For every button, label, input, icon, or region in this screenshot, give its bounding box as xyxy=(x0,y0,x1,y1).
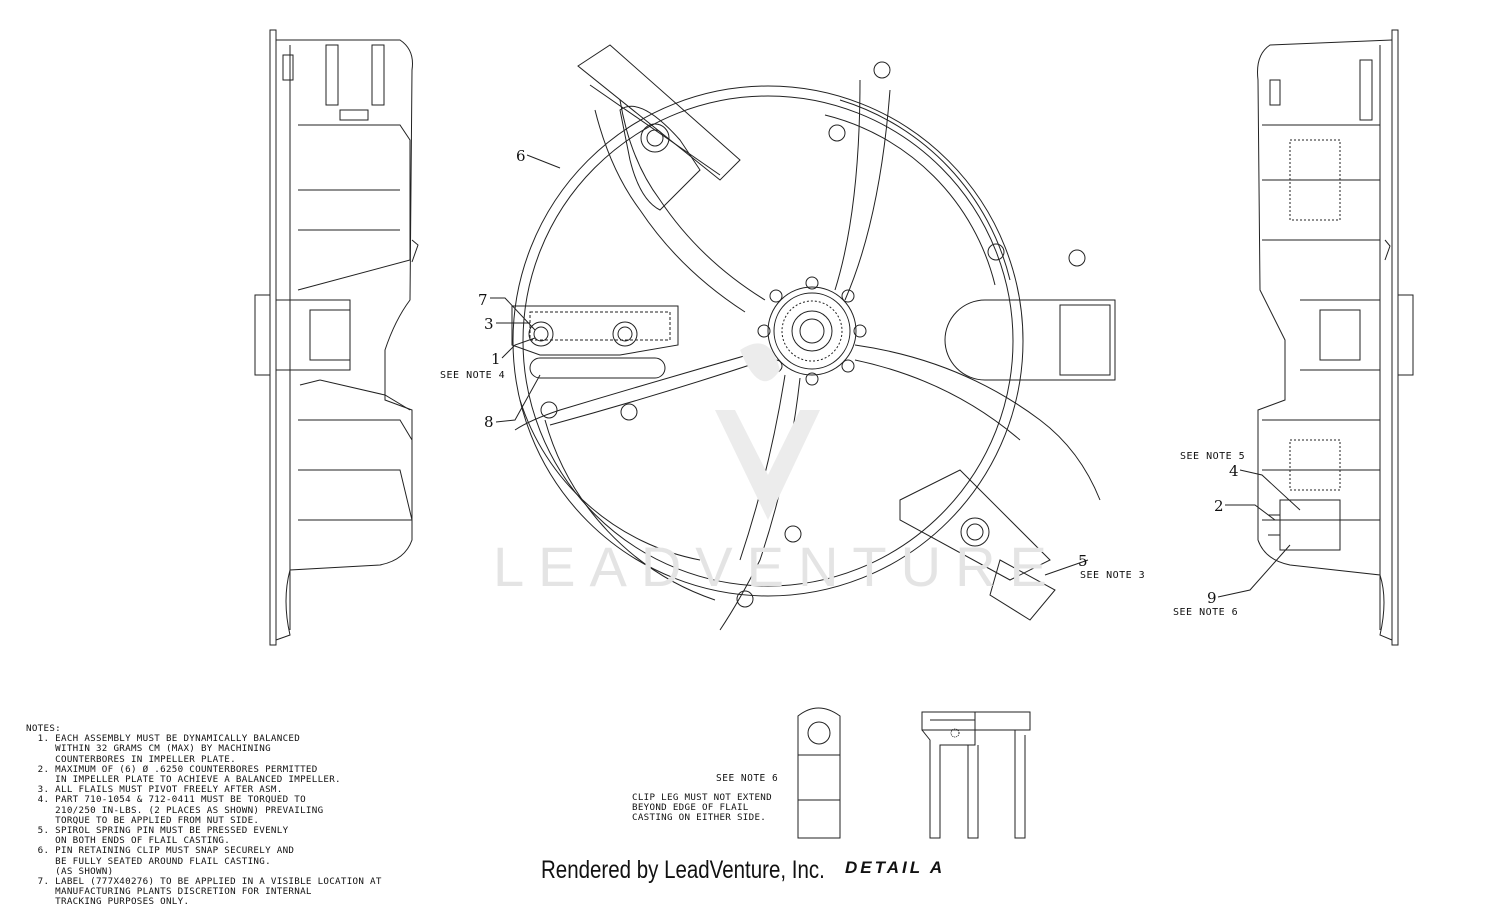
callout-3: 3 xyxy=(484,315,494,333)
see-note-3: SEE NOTE 3 xyxy=(1080,570,1145,581)
detail-a-drawing xyxy=(797,707,1031,839)
callout-5: 5 xyxy=(1078,552,1088,570)
see-note-6: SEE NOTE 6 xyxy=(1173,607,1238,618)
note-3: 3. ALL FLAILS MUST PIVOT FREELY AFTER AS… xyxy=(26,784,283,796)
rendered-by-credit: Rendered by LeadVenture, Inc. xyxy=(541,856,825,884)
callout-2: 2 xyxy=(1214,497,1224,515)
note-7: 7. LABEL (777X40276) TO BE APPLIED IN A … xyxy=(37,876,382,908)
clip-leg-note: CLIP LEG MUST NOT EXTEND BEYOND EDGE OF … xyxy=(632,792,772,823)
leader-lines xyxy=(490,154,1301,598)
notes-block: NOTES: 1. EACH ASSEMBLY MUST BE DYNAMICA… xyxy=(26,723,382,908)
see-note-5: SEE NOTE 5 xyxy=(1180,451,1245,462)
watermark-logo xyxy=(715,343,820,520)
callout-6: 6 xyxy=(516,147,526,165)
detail-see-note-6: SEE NOTE 6 xyxy=(716,773,779,784)
detail-a-title: DETAIL A xyxy=(845,858,946,877)
callout-9: 9 xyxy=(1207,589,1217,607)
impeller-top-view xyxy=(511,44,1116,631)
left-side-view xyxy=(254,29,419,646)
right-side-view xyxy=(1257,29,1414,646)
callout-1: 1 xyxy=(491,350,501,368)
callout-8: 8 xyxy=(484,413,494,431)
callout-4: 4 xyxy=(1229,462,1239,480)
see-note-4: SEE NOTE 4 xyxy=(440,370,505,381)
notes-heading: NOTES: xyxy=(26,723,61,734)
note-4: 4. PART 710-1054 & 712-0411 MUST BE TORQ… xyxy=(37,794,324,826)
note-1: 1. EACH ASSEMBLY MUST BE DYNAMICALLY BAL… xyxy=(37,733,301,765)
note-5: 5. SPIROL SPRING PIN MUST BE PRESSED EVE… xyxy=(37,825,289,847)
note-2: 2. MAXIMUM OF (6) Ø .6250 COUNTERBORES P… xyxy=(37,763,341,786)
note-6: 6. PIN RETAINING CLIP MUST SNAP SECURELY… xyxy=(37,845,295,877)
callout-7: 7 xyxy=(478,291,488,309)
watermark-text: LEADVENTURE xyxy=(493,535,1061,598)
